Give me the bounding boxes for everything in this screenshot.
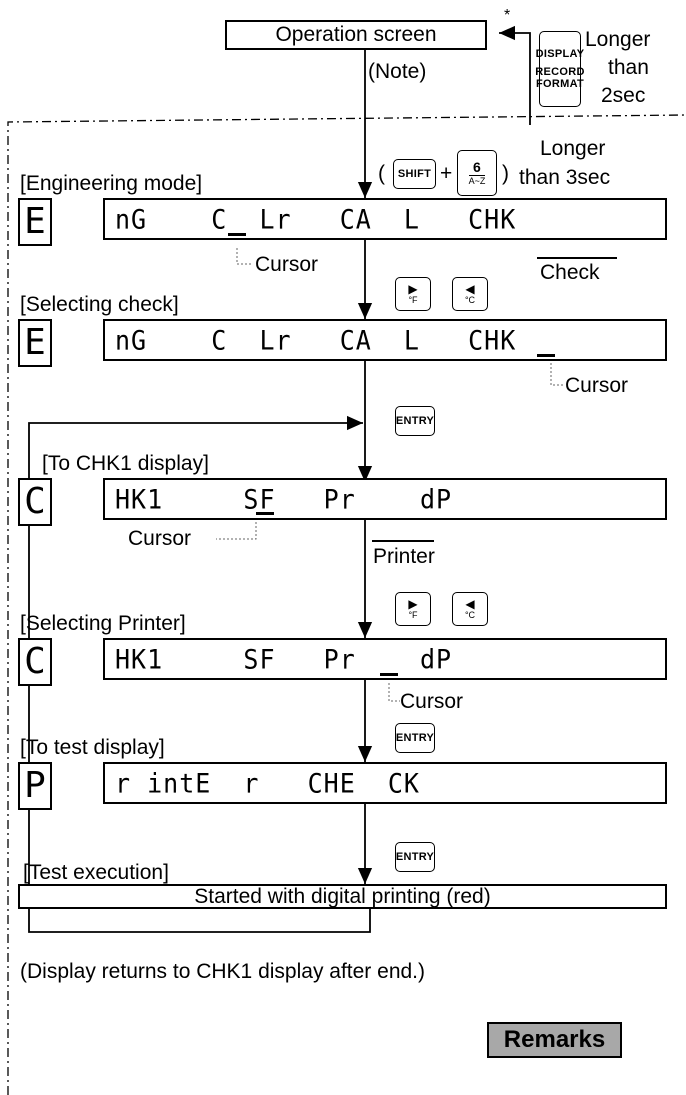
cursor-label: Cursor	[128, 527, 192, 550]
engineering-mode-lcd: nG C Lr CA L CHK	[103, 198, 667, 240]
footer-note: (Display returns to CHK1 display after e…	[20, 960, 425, 983]
close-paren: )	[502, 162, 509, 185]
printer-label: Printer	[373, 545, 435, 568]
entry-key[interactable]: ENTRY	[395, 723, 435, 753]
operation-screen-box: Operation screen	[225, 20, 487, 50]
check-overline	[537, 257, 617, 259]
test-execution-label: [Test execution]	[23, 861, 169, 884]
entry-key[interactable]: ENTRY	[395, 842, 435, 872]
engineering-mode-cell: E	[18, 198, 52, 246]
open-paren: (	[378, 162, 385, 185]
cursor-underline	[380, 673, 398, 676]
entry-key[interactable]: ENTRY	[395, 406, 435, 436]
selecting-printer-label: [Selecting Printer]	[20, 612, 186, 635]
cursor-label: Cursor	[400, 690, 464, 713]
cursor-underline	[537, 354, 555, 357]
right-arrow-key[interactable]: ▶ °F	[395, 592, 431, 626]
selecting-check-lcd: nG C Lr CA L CHK	[103, 319, 667, 361]
remarks-button[interactable]: Remarks	[487, 1022, 622, 1058]
longer-than-3sec-line2: than 3sec	[519, 166, 611, 189]
six-az-key[interactable]: 6 A~Z	[457, 150, 497, 196]
to-test-label: [To test display]	[20, 736, 165, 759]
selecting-check-label: [Selecting check]	[20, 293, 179, 316]
right-arrow-key[interactable]: ▶ °F	[395, 277, 431, 311]
cursor-underline	[228, 233, 246, 236]
longer-than-2sec-line2: than	[608, 56, 649, 79]
longer-than-2sec-line3: 2sec	[601, 84, 646, 107]
asterisk: *	[504, 7, 511, 24]
test-execution-box: Started with digital printing (red)	[18, 884, 667, 909]
cursor-label: Cursor	[255, 253, 319, 276]
to-chk1-label: [To CHK1 display]	[42, 452, 209, 475]
left-arrow-key[interactable]: ◀ °C	[452, 592, 488, 626]
shift-key[interactable]: SHIFT	[393, 159, 436, 189]
note-label: (Note)	[368, 60, 427, 83]
to-chk1-cell: C	[18, 478, 52, 526]
to-chk1-lcd: HK1 SF Pr dP	[103, 478, 667, 520]
left-arrow-key[interactable]: ◀ °C	[452, 277, 488, 311]
dash-dot-boundary	[7, 114, 686, 1095]
engineering-mode-label: [Engineering mode]	[20, 172, 203, 195]
check-label: Check	[540, 261, 600, 284]
plus-sign: +	[440, 162, 453, 185]
operation-screen-label: Operation screen	[275, 23, 437, 46]
printer-overline	[372, 540, 434, 542]
loop-back-arrow	[28, 415, 371, 933]
display-record-format-key[interactable]: DISPLAY RECORD FORMAT	[535, 31, 584, 107]
selecting-printer-cell: C	[18, 638, 52, 686]
longer-than-3sec-line1: Longer	[540, 137, 606, 160]
cursor-underline	[256, 512, 274, 515]
to-test-cell: P	[18, 762, 52, 810]
selecting-check-cell: E	[18, 319, 52, 367]
longer-than-2sec-line1: Longer	[585, 28, 651, 51]
cursor-label: Cursor	[565, 374, 629, 397]
to-test-lcd: r intE r CHE CK	[103, 762, 667, 804]
return-arrow	[499, 25, 531, 125]
